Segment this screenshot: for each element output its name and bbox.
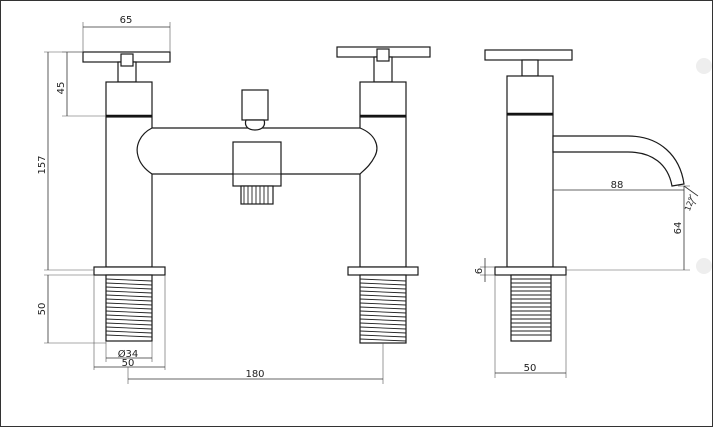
dim-side-base-width: 50 — [524, 363, 537, 374]
dim-thread-diameter: Ø34 — [118, 348, 139, 360]
side-view — [484, 49, 685, 342]
right-thread-lines — [359, 278, 407, 342]
side-dimensions: 88 64 12° 6 50 — [474, 180, 699, 378]
dim-base-width-front: 50 — [122, 358, 135, 369]
left-base-flange — [93, 266, 166, 276]
outlet-thread-lines — [243, 186, 269, 204]
side-spout — [552, 135, 685, 187]
dim-thread-length: 50 — [37, 303, 48, 316]
outlet-block — [232, 141, 282, 187]
diverter-knob — [241, 89, 269, 121]
dim-spout-angle: 12° — [683, 196, 696, 212]
dim-centres: 180 — [245, 369, 264, 380]
outlet-thread — [240, 185, 274, 205]
dim-handle-width: 65 — [120, 15, 133, 26]
edge-mark-bottom — [696, 258, 712, 274]
left-handle-hub — [120, 53, 134, 67]
dim-spout-height: 64 — [673, 222, 684, 235]
right-column — [359, 116, 407, 268]
left-thread-lines — [105, 278, 153, 338]
front-dimensions: 65 45 157 50 Ø34 50 180 — [37, 15, 384, 384]
right-handle-hub — [376, 48, 390, 62]
diverter-collar — [244, 119, 266, 131]
dim-handle-height: 45 — [56, 82, 67, 95]
side-column — [506, 114, 554, 268]
right-base-flange — [347, 266, 419, 276]
right-column-cap — [359, 81, 407, 117]
side-column-cap — [506, 75, 554, 115]
front-view — [82, 46, 431, 344]
dim-overall-height: 157 — [37, 155, 48, 174]
side-thread — [510, 274, 552, 342]
side-handle-stem — [521, 59, 539, 77]
left-column-cap — [105, 81, 153, 117]
side-thread-lines — [511, 278, 551, 336]
side-base-flange — [494, 266, 567, 276]
dim-spout-reach: 88 — [611, 180, 624, 191]
side-handle-bar — [484, 49, 573, 61]
dim-base-plate: 6 — [474, 268, 485, 274]
edge-mark-top — [696, 58, 712, 74]
